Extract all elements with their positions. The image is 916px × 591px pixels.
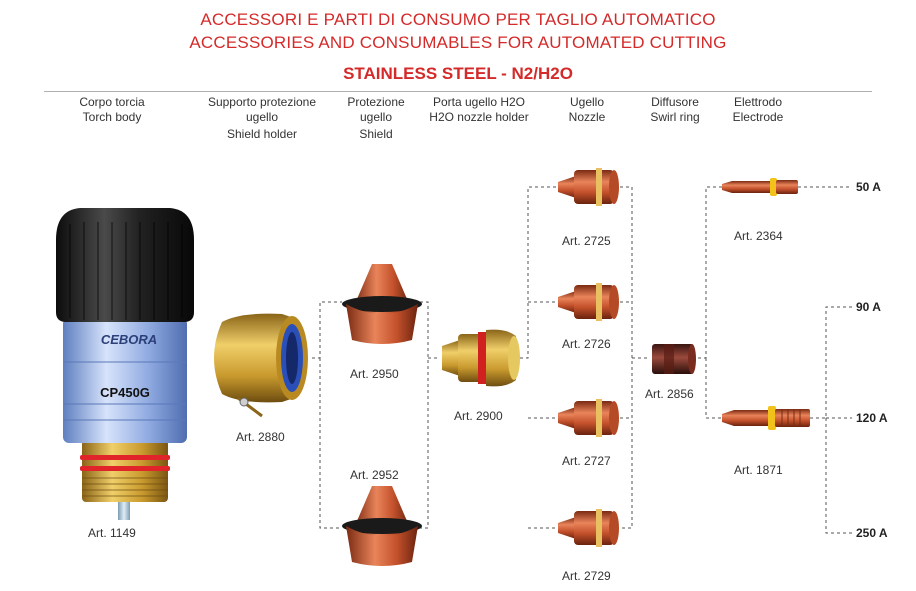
amperage-250a: 250 A [856, 526, 888, 540]
header-rule [44, 91, 872, 92]
column-label-en: Shield holder [226, 127, 298, 141]
nozzle-holder [442, 329, 520, 387]
column-header-nozzle: Ugello Nozzle [557, 95, 617, 125]
column-label-en: Nozzle [568, 110, 606, 124]
torch-brand: CEBORA [101, 332, 157, 347]
nozzle-2726 [558, 283, 619, 321]
column-header-shield: Protezione ugello Shield [340, 95, 412, 142]
part-label-nozzle-2727: Art. 2727 [562, 454, 611, 468]
part-label-shield-holder: Art. 2880 [236, 430, 285, 444]
connector-swirl-to-electrodes [698, 186, 722, 419]
shield-2952 [342, 486, 422, 566]
shield-holder [214, 313, 308, 418]
column-header-electrode: Elettrodo Electrode [722, 95, 794, 125]
title-italian: ACCESSORI E PARTI DI CONSUMO PER TAGLIO … [200, 10, 716, 29]
part-label-swirl-ring: Art. 2856 [645, 387, 694, 401]
column-label-en: Swirl ring [650, 110, 700, 124]
column-header-shield-holder: Supporto protezione ugello Shield holder [205, 95, 319, 142]
column-label-en: Electrode [732, 110, 784, 124]
connector-lines [312, 186, 852, 534]
amperage-120a: 120 A [856, 411, 888, 425]
column-label-it: Porta ugello H2O [432, 95, 526, 109]
column-label-en: Torch body [82, 110, 142, 124]
torch-body: CEBORA CP450G [56, 208, 194, 520]
column-header-swirl-ring: Diffusore Swirl ring [638, 95, 712, 125]
part-label-electrode-2364: Art. 2364 [734, 229, 783, 243]
torch-model: CP450G [100, 385, 150, 400]
nozzle-2727 [558, 399, 619, 437]
column-label-it: Supporto protezione ugello [207, 95, 317, 124]
part-label-torch-body: Art. 1149 [88, 526, 136, 540]
column-label-it: Corpo torcia [79, 95, 145, 109]
title-english: ACCESSORIES AND CONSUMABLES FOR AUTOMATE… [189, 33, 727, 52]
column-header-torch-body: Corpo torcia Torch body [62, 95, 162, 125]
connector-holder-to-shields [312, 301, 342, 529]
part-label-nozzle-2729: Art. 2729 [562, 569, 611, 583]
nozzle-2725 [558, 168, 619, 206]
part-label-nozzle-holder: Art. 2900 [454, 409, 503, 423]
column-label-en: H2O nozzle holder [429, 110, 529, 124]
nozzle-2729 [558, 509, 619, 547]
shield-2950 [342, 264, 422, 344]
swirl-ring [652, 344, 696, 374]
part-label-shield-2950: Art. 2950 [350, 367, 399, 381]
part-label-shield-2952: Art. 2952 [350, 468, 399, 482]
column-header-nozzle-holder: Porta ugello H2O H2O nozzle holder [420, 95, 538, 125]
column-label-it: Diffusore [651, 95, 699, 109]
part-label-nozzle-2726: Art. 2726 [562, 337, 611, 351]
amperage-90a: 90 A [856, 300, 881, 314]
electrode-1871 [722, 406, 810, 430]
connector-nozzles-to-swirl [620, 186, 648, 529]
connector-electrode2-to-amps [810, 306, 852, 534]
connector-holder-to-nozzles [520, 186, 556, 529]
column-label-it: Protezione ugello [347, 95, 405, 124]
electrode-2364 [722, 178, 798, 196]
column-label-it: Ugello [569, 95, 605, 109]
column-label-en: Shield [359, 127, 393, 141]
subtitle: STAINLESS STEEL - N2/H2O [343, 64, 573, 83]
amperage-50a: 50 A [856, 180, 881, 194]
connector-shields-to-nozzle-holder [408, 301, 440, 529]
part-label-nozzle-2725: Art. 2725 [562, 234, 611, 248]
column-label-it: Elettrodo [733, 95, 783, 109]
part-label-electrode-1871: Art. 1871 [734, 463, 783, 477]
